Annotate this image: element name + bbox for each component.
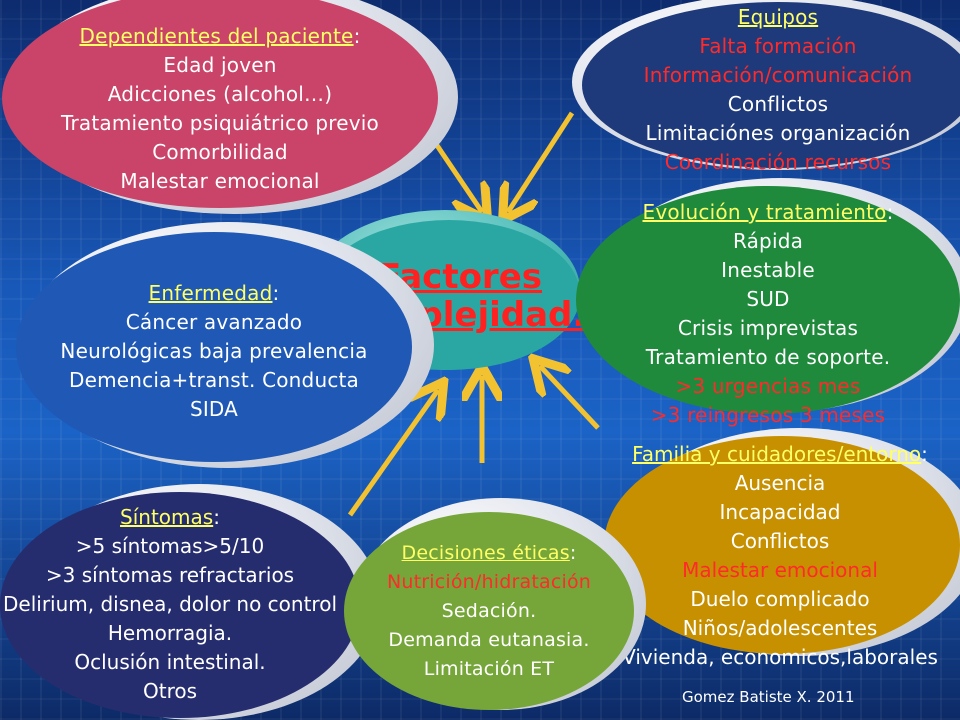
- sintomas-line: Oclusión intestinal.: [74, 650, 266, 674]
- paciente-heading: Dependientes del paciente:: [79, 24, 361, 48]
- enfermedad-line: Cáncer avanzado: [125, 309, 303, 334]
- familia-text: Familia y cuidadores/entorno: Ausencia I…: [560, 440, 960, 672]
- eticas-heading: Decisiones éticas:: [401, 541, 577, 564]
- sintomas-line: >3 síntomas refractarios: [45, 563, 295, 587]
- arrow-from-sintomas: [347, 390, 438, 517]
- evolucion-line: SUD: [746, 287, 790, 311]
- enfermedad-line: Demencia+transt. Conducta: [68, 367, 360, 392]
- evolucion-line: Rápida: [732, 229, 804, 253]
- eticas-heading-text: Decisiones éticas: [401, 541, 570, 564]
- familia-line: Conflictos: [730, 529, 830, 553]
- familia-line: Malestar emocional: [682, 558, 878, 582]
- equipos-line: Falta formación: [699, 34, 857, 58]
- familia-line: Duelo complicado: [690, 587, 870, 611]
- familia-line: Vivienda, economicos,laborales: [622, 645, 938, 669]
- sintomas-line: Delirium, disnea, dolor no control: [3, 592, 337, 616]
- evolucion-line: >3 urgencias mes: [675, 374, 861, 398]
- arrow-from-paciente: [429, 136, 482, 212]
- paciente-line: Adicciones (alcohol…): [107, 82, 333, 106]
- equipos-line: Información/comunicación: [643, 63, 913, 87]
- paciente-line: Tratamiento psiquiátrico previo: [61, 111, 379, 135]
- paciente-line: Edad joven: [163, 53, 277, 77]
- eticas-line: Demanda eutanasia.: [388, 628, 590, 651]
- paciente-line: Malestar emocional: [120, 169, 320, 193]
- eticas-ellipse: Decisiones éticas: Nutrición/hidratación…: [344, 512, 634, 710]
- arrow-from-familia: [540, 366, 600, 430]
- familia-heading: Familia y cuidadores/entorno:: [632, 442, 928, 466]
- sintomas-heading: Síntomas:: [120, 505, 220, 529]
- enfermedad-ellipse: Enfermedad: Cáncer avanzado Neurológicas…: [16, 232, 412, 462]
- enfermedad-heading-text: Enfermedad: [148, 280, 273, 305]
- sintomas-line: >5 síntomas>5/10: [75, 534, 265, 558]
- equipos-heading: Equipos: [738, 3, 818, 32]
- paciente-line: Comorbilidad: [152, 140, 288, 164]
- paciente-ellipse: Dependientes del paciente: Edad joven Ad…: [2, 0, 438, 208]
- evolucion-line: Inestable: [721, 258, 815, 282]
- evolucion-heading-text: Evolución y tratamiento: [642, 200, 887, 224]
- familia-line: Ausencia: [734, 471, 826, 495]
- arrow-from-equipos: [508, 111, 575, 212]
- equipos-line: Conflictos: [727, 92, 829, 116]
- enfermedad-heading: Enfermedad:: [148, 280, 280, 305]
- familia-line: Niños/adolescentes: [682, 616, 878, 640]
- familia-ellipse: [604, 436, 960, 654]
- paciente-heading-text: Dependientes del paciente: [79, 24, 354, 48]
- evolucion-ellipse: Evolución y tratamiento: Rápida Inestabl…: [576, 186, 960, 427]
- equipos-line: Coordinación recursos: [664, 150, 892, 174]
- eticas-line: Sedación.: [441, 599, 537, 622]
- eticas-line: Nutrición/hidratación: [386, 570, 592, 593]
- equipos-line: Limitaciónes organización: [645, 121, 911, 145]
- sintomas-line: Otros: [142, 679, 198, 703]
- enfermedad-line: SIDA: [189, 396, 239, 421]
- evolucion-heading: Evolución y tratamiento:: [642, 200, 894, 224]
- familia-line: Incapacidad: [719, 500, 841, 524]
- evolucion-line: >3 reingresos 3 meses: [650, 403, 886, 427]
- evolucion-line: Tratamiento de soporte.: [645, 345, 891, 369]
- credit-text: Gomez Batiste X. 2011: [682, 688, 855, 706]
- evolucion-line: Crisis imprevistas: [677, 316, 859, 340]
- sintomas-heading-text: Síntomas: [120, 505, 214, 529]
- sintomas-text: Síntomas: >5 síntomas>5/10 >3 síntomas r…: [0, 503, 360, 706]
- sintomas-ellipse: [0, 492, 360, 718]
- familia-heading-text: Familia y cuidadores/entorno: [632, 442, 922, 466]
- eticas-line: Limitación ET: [423, 657, 555, 680]
- enfermedad-line: Neurológicas baja prevalencia: [60, 338, 368, 363]
- sintomas-line: Hemorragia.: [107, 621, 233, 645]
- equipos-ellipse: Equipos Falta formación Información/comu…: [582, 2, 960, 174]
- equipos-heading-text: Equipos: [737, 5, 819, 29]
